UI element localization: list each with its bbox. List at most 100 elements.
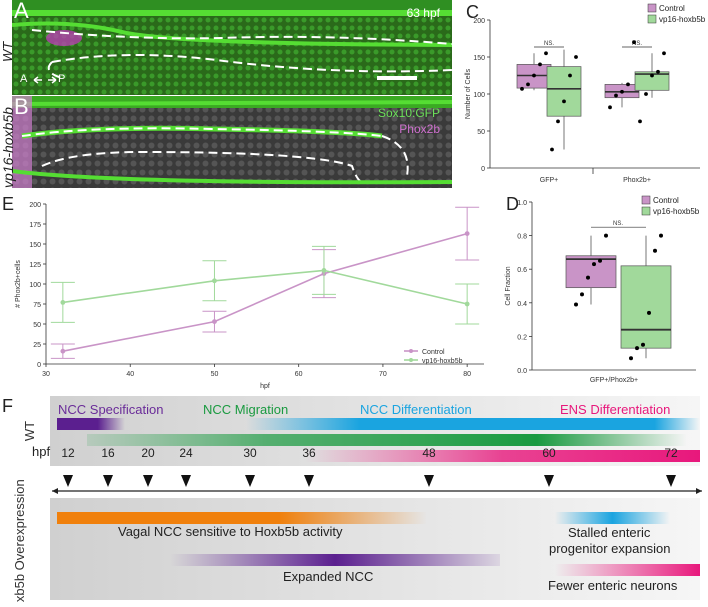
data-point — [629, 356, 633, 361]
micrograph-a-image — [12, 0, 452, 95]
data-point — [212, 278, 217, 284]
y-tick-label: 150 — [29, 242, 41, 249]
timeline-arrow-right — [696, 488, 702, 494]
data-point — [550, 147, 554, 152]
data-point — [562, 99, 566, 104]
bar-fewer-neurons — [555, 564, 700, 576]
y-tick-label: 0.2 — [517, 334, 527, 341]
panel-c-letter: C — [466, 2, 479, 22]
panel-a-letter: A — [14, 0, 29, 23]
bar-stalled-progenitors — [555, 512, 670, 524]
data-point — [653, 248, 657, 253]
data-point — [635, 346, 639, 351]
panel-f-letter: F — [2, 396, 13, 416]
sig-label: NS. — [613, 221, 623, 227]
timeline-tick-label: 12 — [61, 446, 75, 460]
data-point — [526, 82, 530, 87]
y-tick-label: 25 — [33, 342, 41, 349]
box — [565, 255, 617, 289]
data-point — [60, 348, 66, 354]
data-point — [580, 292, 584, 297]
timeline-tick-label: 24 — [179, 446, 193, 460]
series-line — [62, 232, 468, 352]
y-tick-label: 0.8 — [517, 234, 527, 241]
data-point — [626, 82, 630, 87]
x-axis-label: hpf — [260, 383, 270, 390]
y-axis-label: # Phox2b+cells — [15, 260, 22, 308]
y-tick-label: 0.0 — [517, 368, 527, 375]
legend-phox2b: Phox2b — [399, 122, 440, 136]
box — [634, 71, 670, 91]
legend-label: Control — [659, 4, 685, 13]
series-line — [62, 269, 468, 305]
bar-differentiation — [246, 418, 700, 430]
legend-marker — [409, 358, 413, 362]
data-point — [586, 275, 590, 280]
timeline-tick-label: 72 — [664, 446, 678, 460]
data-point — [464, 301, 470, 307]
sig-label: NS. — [632, 41, 642, 47]
legend-sox10: Sox10:GFP — [377, 106, 440, 120]
timeline-tick-marker — [103, 475, 113, 487]
y-tick-label: 0 — [481, 166, 485, 173]
x-tick-label: 30 — [42, 371, 50, 378]
data-point — [60, 300, 66, 305]
timeline-tick-marker — [245, 475, 255, 487]
legend-label: Control — [653, 196, 679, 205]
timeline-tick-marker — [181, 475, 191, 487]
data-point — [632, 40, 636, 45]
data-point — [212, 319, 217, 324]
timeline-tick-label: 60 — [542, 446, 556, 460]
box — [620, 265, 672, 349]
legend-swatch — [647, 14, 657, 24]
bar-specification — [57, 418, 125, 430]
bar-expanded-ncc — [170, 554, 500, 566]
y-tick-label: 0.6 — [517, 267, 527, 274]
timeline-tick-marker — [666, 475, 676, 487]
legend-label: vp16-hoxb5b — [653, 207, 700, 216]
data-point — [592, 262, 596, 267]
y-tick-label: 200 — [473, 18, 485, 25]
y-tick-label: 125 — [29, 262, 41, 269]
timeline-tick-marker — [143, 475, 153, 487]
oe-label: Hoxb5b Overexpression — [12, 479, 27, 602]
data-point — [644, 92, 648, 96]
micrograph-b-image — [12, 96, 452, 188]
y-tick-label: 150 — [473, 55, 485, 62]
x-tick-label: 70 — [379, 371, 387, 378]
legend-swatch — [641, 206, 651, 216]
timeline-tick-marker — [63, 475, 73, 487]
panel-d-letter: D — [506, 194, 519, 214]
data-point — [544, 51, 548, 56]
data-point — [608, 105, 612, 110]
bar-ens-differentiation — [305, 450, 700, 462]
timeline-tick-label: 48 — [422, 446, 436, 460]
y-tick-label: 0.4 — [517, 301, 527, 308]
y-tick-label: 50 — [33, 322, 41, 329]
x-group-label: GFP+ — [540, 177, 558, 184]
y-axis-label: Number of Cells — [465, 68, 472, 119]
oe-text-vagal: Vagal NCC sensitive to Hoxb5b activity — [118, 524, 343, 539]
stage-label: NCC Migration — [203, 402, 288, 417]
oe-text-expanded: Expanded NCC — [283, 569, 373, 584]
panel-e-letter: E — [2, 194, 15, 214]
x-tick-label: 80 — [463, 371, 471, 378]
time-label: 63 hpf — [406, 6, 440, 20]
data-point — [574, 55, 578, 59]
timeline-tick-marker — [424, 475, 434, 487]
y-tick-label: 100 — [29, 282, 41, 289]
oe-text-stalled-2: progenitor expansion — [549, 541, 670, 556]
y-tick-label: 1.0 — [517, 200, 527, 207]
x-tick-label: 50 — [211, 371, 219, 378]
data-point — [662, 51, 666, 56]
legend-label: Control — [422, 349, 445, 356]
x-tick-label: 60 — [295, 371, 303, 378]
timeline-tick-label: 30 — [243, 446, 257, 460]
y-tick-label: 75 — [33, 302, 41, 309]
timeline-tick-label: 16 — [101, 446, 115, 460]
data-point — [656, 69, 660, 74]
legend-marker — [409, 349, 413, 353]
y-axis-label: Cell Fraction — [505, 266, 512, 305]
x-group-label: Phox2b+ — [623, 177, 651, 184]
